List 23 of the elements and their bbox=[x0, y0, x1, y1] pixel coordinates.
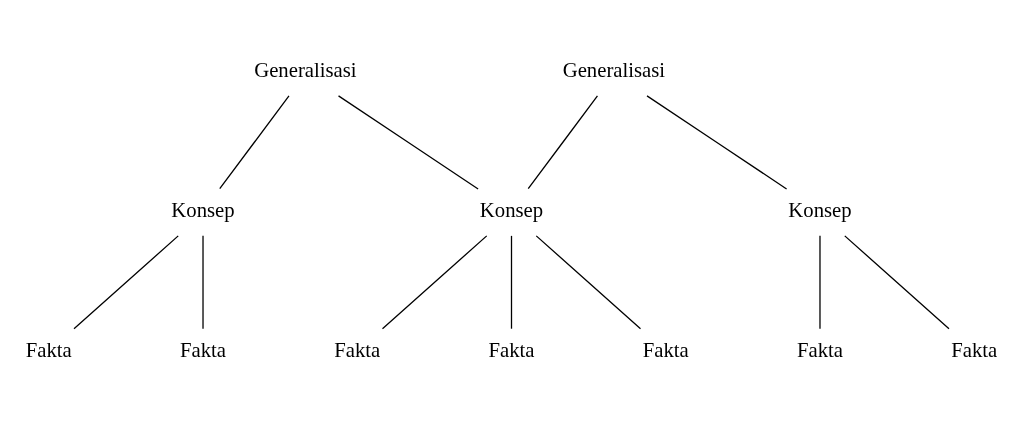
node-text: Konsep bbox=[171, 199, 235, 222]
node-text: Fakta bbox=[796, 339, 843, 362]
connector bbox=[337, 95, 479, 190]
connector bbox=[844, 235, 950, 330]
connector bbox=[73, 235, 179, 330]
node-text: Fakta bbox=[25, 339, 72, 362]
connector bbox=[202, 235, 204, 330]
node-text: Generalisasi bbox=[562, 59, 666, 82]
connector bbox=[527, 95, 599, 190]
node-text: Fakta bbox=[642, 339, 689, 362]
connector bbox=[646, 95, 788, 190]
node-text: Fakta bbox=[180, 339, 227, 362]
node-text: Fakta bbox=[488, 339, 535, 362]
node-text: Konsep bbox=[788, 199, 852, 222]
connector bbox=[219, 95, 290, 190]
connector bbox=[381, 235, 488, 330]
connector bbox=[510, 235, 513, 330]
node-text: Fakta bbox=[951, 339, 998, 362]
node-text: Konsep bbox=[479, 199, 544, 222]
connector bbox=[535, 235, 642, 330]
node-text: Generalisasi bbox=[254, 59, 357, 82]
node-text: Fakta bbox=[334, 339, 381, 362]
connector bbox=[819, 235, 821, 330]
